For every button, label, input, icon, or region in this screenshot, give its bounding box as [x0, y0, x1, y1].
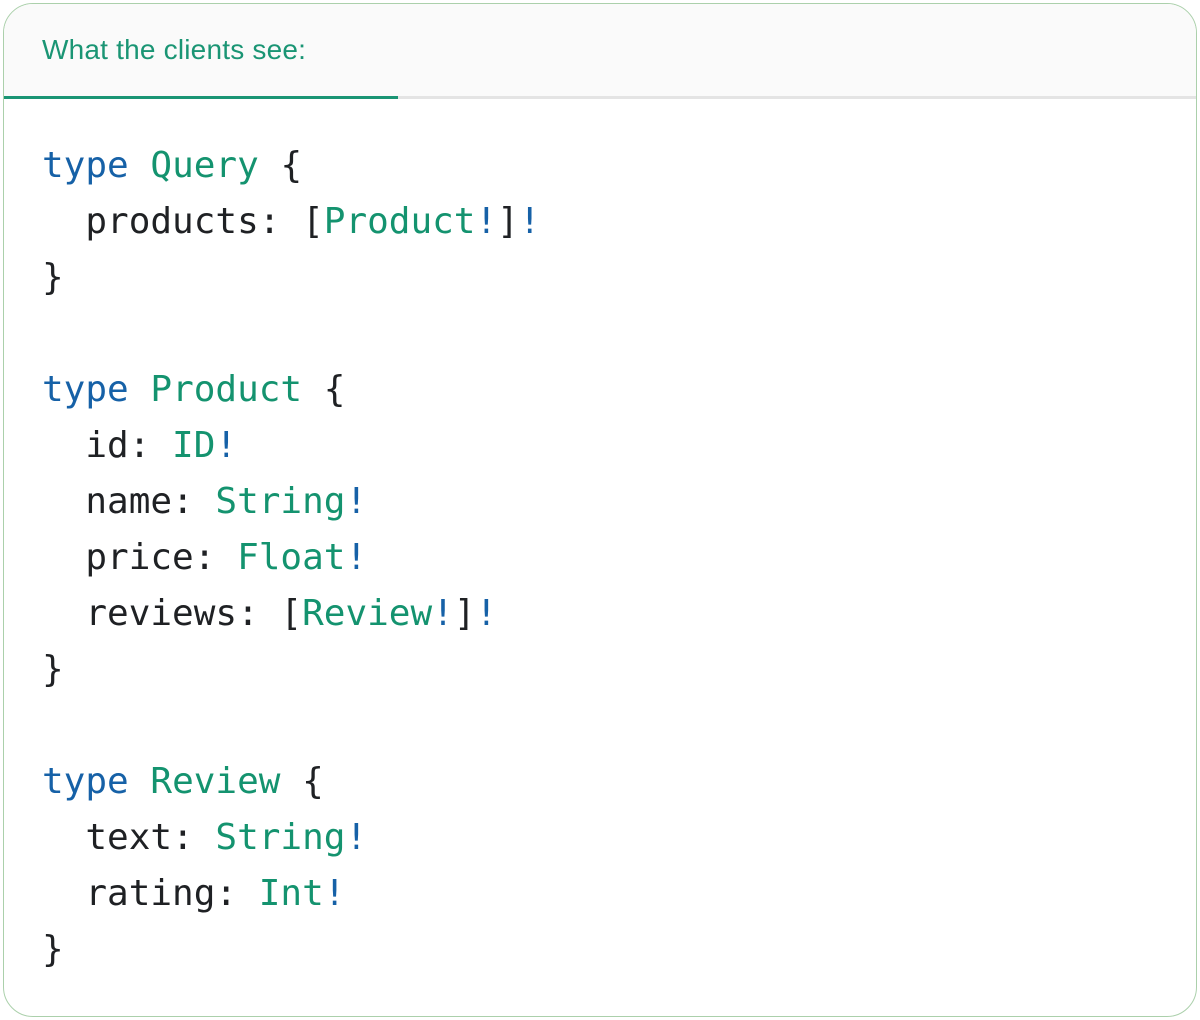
tab-label: What the clients see:	[42, 34, 307, 65]
code-line: products: [Product!]!	[42, 201, 541, 242]
tab-bar: What the clients see:	[4, 4, 1196, 99]
code-line: name: String!	[42, 481, 368, 522]
code-line: }	[42, 257, 64, 298]
code-block: type Query { products: [Product!]!} type…	[4, 99, 1196, 978]
code-line	[42, 306, 1176, 362]
code-line: reviews: [Review!]!	[42, 593, 498, 634]
tab-what-clients-see[interactable]: What the clients see:	[4, 4, 398, 99]
code-line: id: ID!	[42, 425, 238, 466]
code-card: What the clients see: type Query { produ…	[3, 3, 1197, 1017]
code-line: }	[42, 929, 64, 970]
code-line: type Review {	[42, 761, 324, 802]
code-line: type Product {	[42, 369, 346, 410]
code-line: text: String!	[42, 817, 368, 858]
code-line: type Query {	[42, 145, 303, 186]
code-line: price: Float!	[42, 537, 368, 578]
code-line: }	[42, 649, 64, 690]
code-line	[42, 698, 1176, 754]
code-line: rating: Int!	[42, 873, 346, 914]
